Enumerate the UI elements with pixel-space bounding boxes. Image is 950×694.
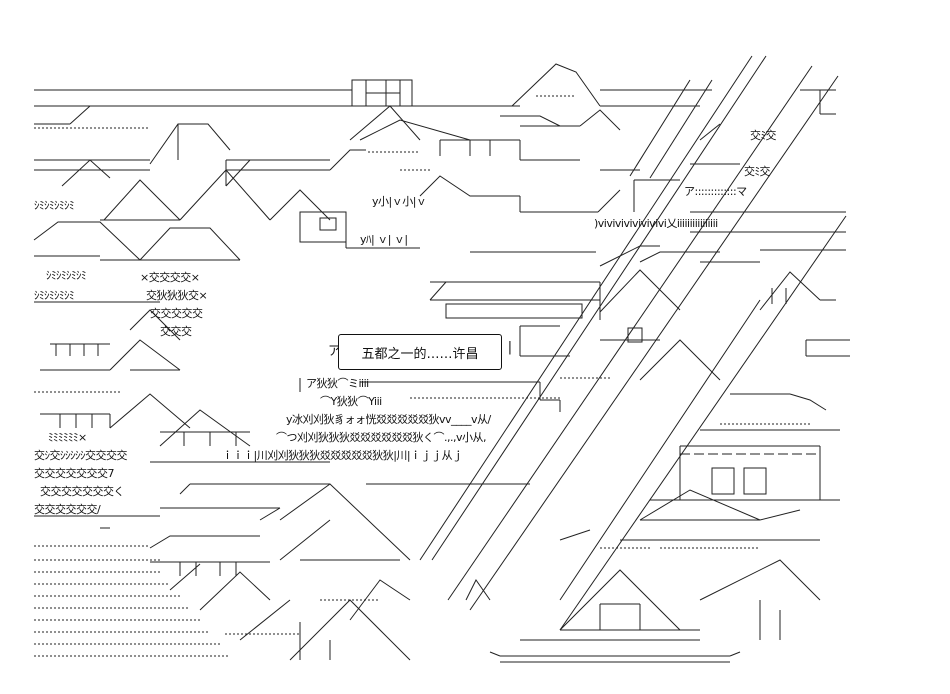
houses-upper-left xyxy=(33,105,366,261)
houses-center xyxy=(299,105,680,249)
houses-mid-left xyxy=(34,301,530,529)
bottom-pavilion xyxy=(465,569,741,663)
caption-box: 五都之一的……许昌 xyxy=(338,334,502,370)
houses-right xyxy=(559,89,850,640)
central-hall xyxy=(299,245,660,412)
road-diagonals xyxy=(419,55,847,631)
houses-lower-left xyxy=(149,483,411,661)
dotted-ground xyxy=(34,127,810,657)
caption-text: 五都之一的……许昌 xyxy=(361,346,479,362)
horizon-lines xyxy=(34,63,712,125)
caption-bracket-right: | xyxy=(506,340,514,355)
